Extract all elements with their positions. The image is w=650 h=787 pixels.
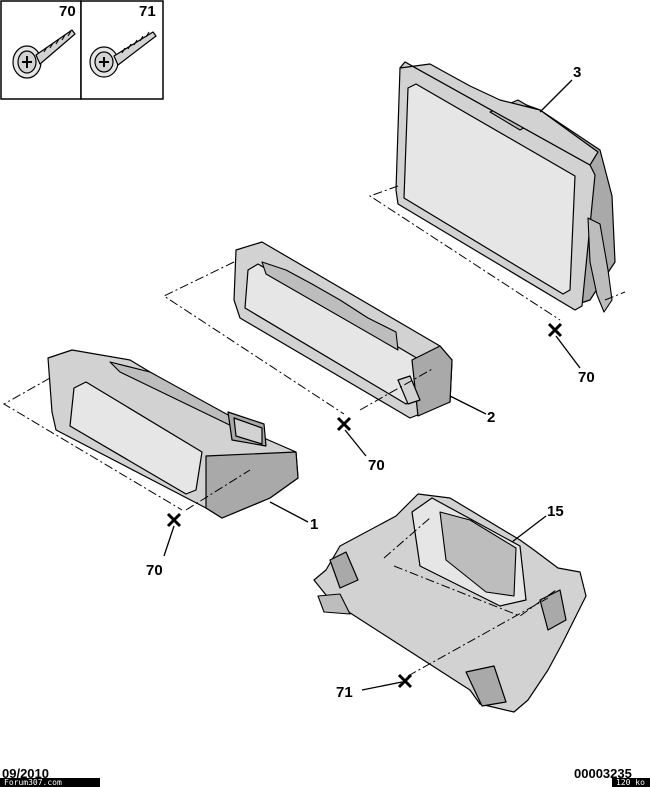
- part-2-display-unit: [162, 241, 453, 419]
- fixing-mark-70-c: [166, 512, 182, 528]
- callout-fixing-71: 71: [336, 684, 353, 701]
- part-3-screen-module: [368, 61, 626, 321]
- fixing-mark-70-b: [336, 416, 352, 432]
- legend-screw-71: 71: [80, 0, 164, 100]
- callout-part-15: 15: [547, 503, 564, 520]
- footer-reference: 00003235: [574, 766, 632, 781]
- fixing-mark-70-a: [547, 322, 563, 338]
- screw-71-icon: [89, 31, 157, 78]
- footer-date: 09/2010: [2, 766, 49, 781]
- footer-site: Forum307.com: [4, 778, 62, 787]
- callout-fixing-70-a: 70: [578, 369, 595, 386]
- part-1-display-unit: [3, 349, 299, 519]
- fixing-mark-71: [397, 673, 413, 689]
- legend-label-71: 71: [139, 3, 156, 20]
- callout-part-1: 1: [310, 516, 318, 533]
- legend-label-70: 70: [59, 3, 76, 20]
- footer-bar-left: [0, 778, 100, 787]
- footer-bar-right: [612, 778, 650, 787]
- screw-70-icon: [12, 29, 76, 79]
- footer-size: 120 ko: [616, 778, 645, 787]
- legend-screw-70: 70: [0, 0, 82, 100]
- callout-fixing-70-b: 70: [368, 457, 385, 474]
- callout-fixing-70-c: 70: [146, 562, 163, 579]
- part-15-bracket: [313, 493, 587, 713]
- callout-part-3: 3: [573, 64, 581, 81]
- callout-part-2: 2: [487, 409, 495, 426]
